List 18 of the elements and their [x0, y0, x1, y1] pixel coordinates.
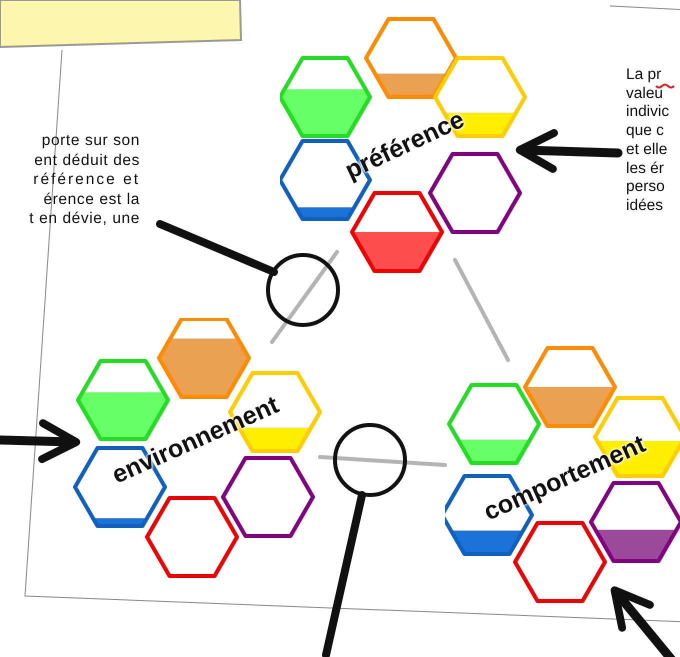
paragraph-text: les ér	[626, 160, 664, 178]
paragraph-text: que c	[626, 122, 664, 140]
paragraph-text: ent déduit des	[34, 152, 140, 170]
paragraph-text: valeu	[626, 84, 664, 103]
paragraph-text: et elle	[626, 140, 668, 159]
paragraph-text: idées	[626, 196, 664, 215]
brush-arrow	[516, 129, 622, 173]
paragraph-text: perso	[626, 178, 665, 196]
paragraph-text: La pr	[626, 66, 662, 84]
paragraph-text: référence et	[33, 171, 140, 189]
paragraph-text: érence est la	[43, 190, 140, 208]
brush-arrow	[0, 419, 80, 464]
connector-line	[453, 258, 510, 362]
paragraph-text: t en dévie, une	[29, 210, 140, 228]
paragraph-text: porte sur son	[42, 132, 140, 150]
connector-line	[270, 250, 339, 344]
paragraph-text: indivic	[626, 103, 670, 122]
brush-arrow	[610, 586, 676, 657]
